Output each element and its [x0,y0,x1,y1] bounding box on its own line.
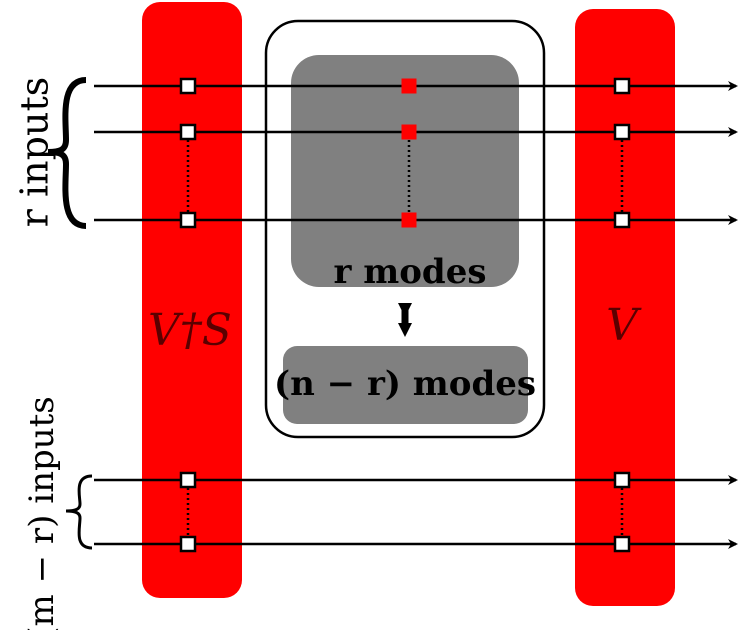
node-right-1 [613,77,631,95]
node-mid-3 [401,212,417,228]
node-right-3 [613,211,631,229]
node-left-4 [179,471,197,489]
node-left-2 [179,123,197,141]
left-red-block [142,2,242,598]
node-right-4 [613,471,631,489]
brace-bottom [65,474,93,550]
r-modes-box [291,55,519,287]
r-inputs-label: r inputs [13,77,57,227]
m-r-inputs-label: (m − r) inputs [22,396,62,630]
n-r-modes-label: (n − r) modes [274,364,536,404]
right-block-label: V [606,300,642,351]
right-red-block [575,9,675,606]
node-left-5 [179,535,197,553]
brace-top [47,77,87,229]
left-block-label: V†S [148,305,232,356]
node-mid-1 [401,78,417,94]
node-mid-2 [401,124,417,140]
node-left-1 [179,77,197,95]
node-right-2 [613,123,631,141]
r-modes-label: r modes [334,252,487,292]
node-left-3 [179,211,197,229]
node-right-5 [613,535,631,553]
n-r-modes-box [283,346,528,424]
